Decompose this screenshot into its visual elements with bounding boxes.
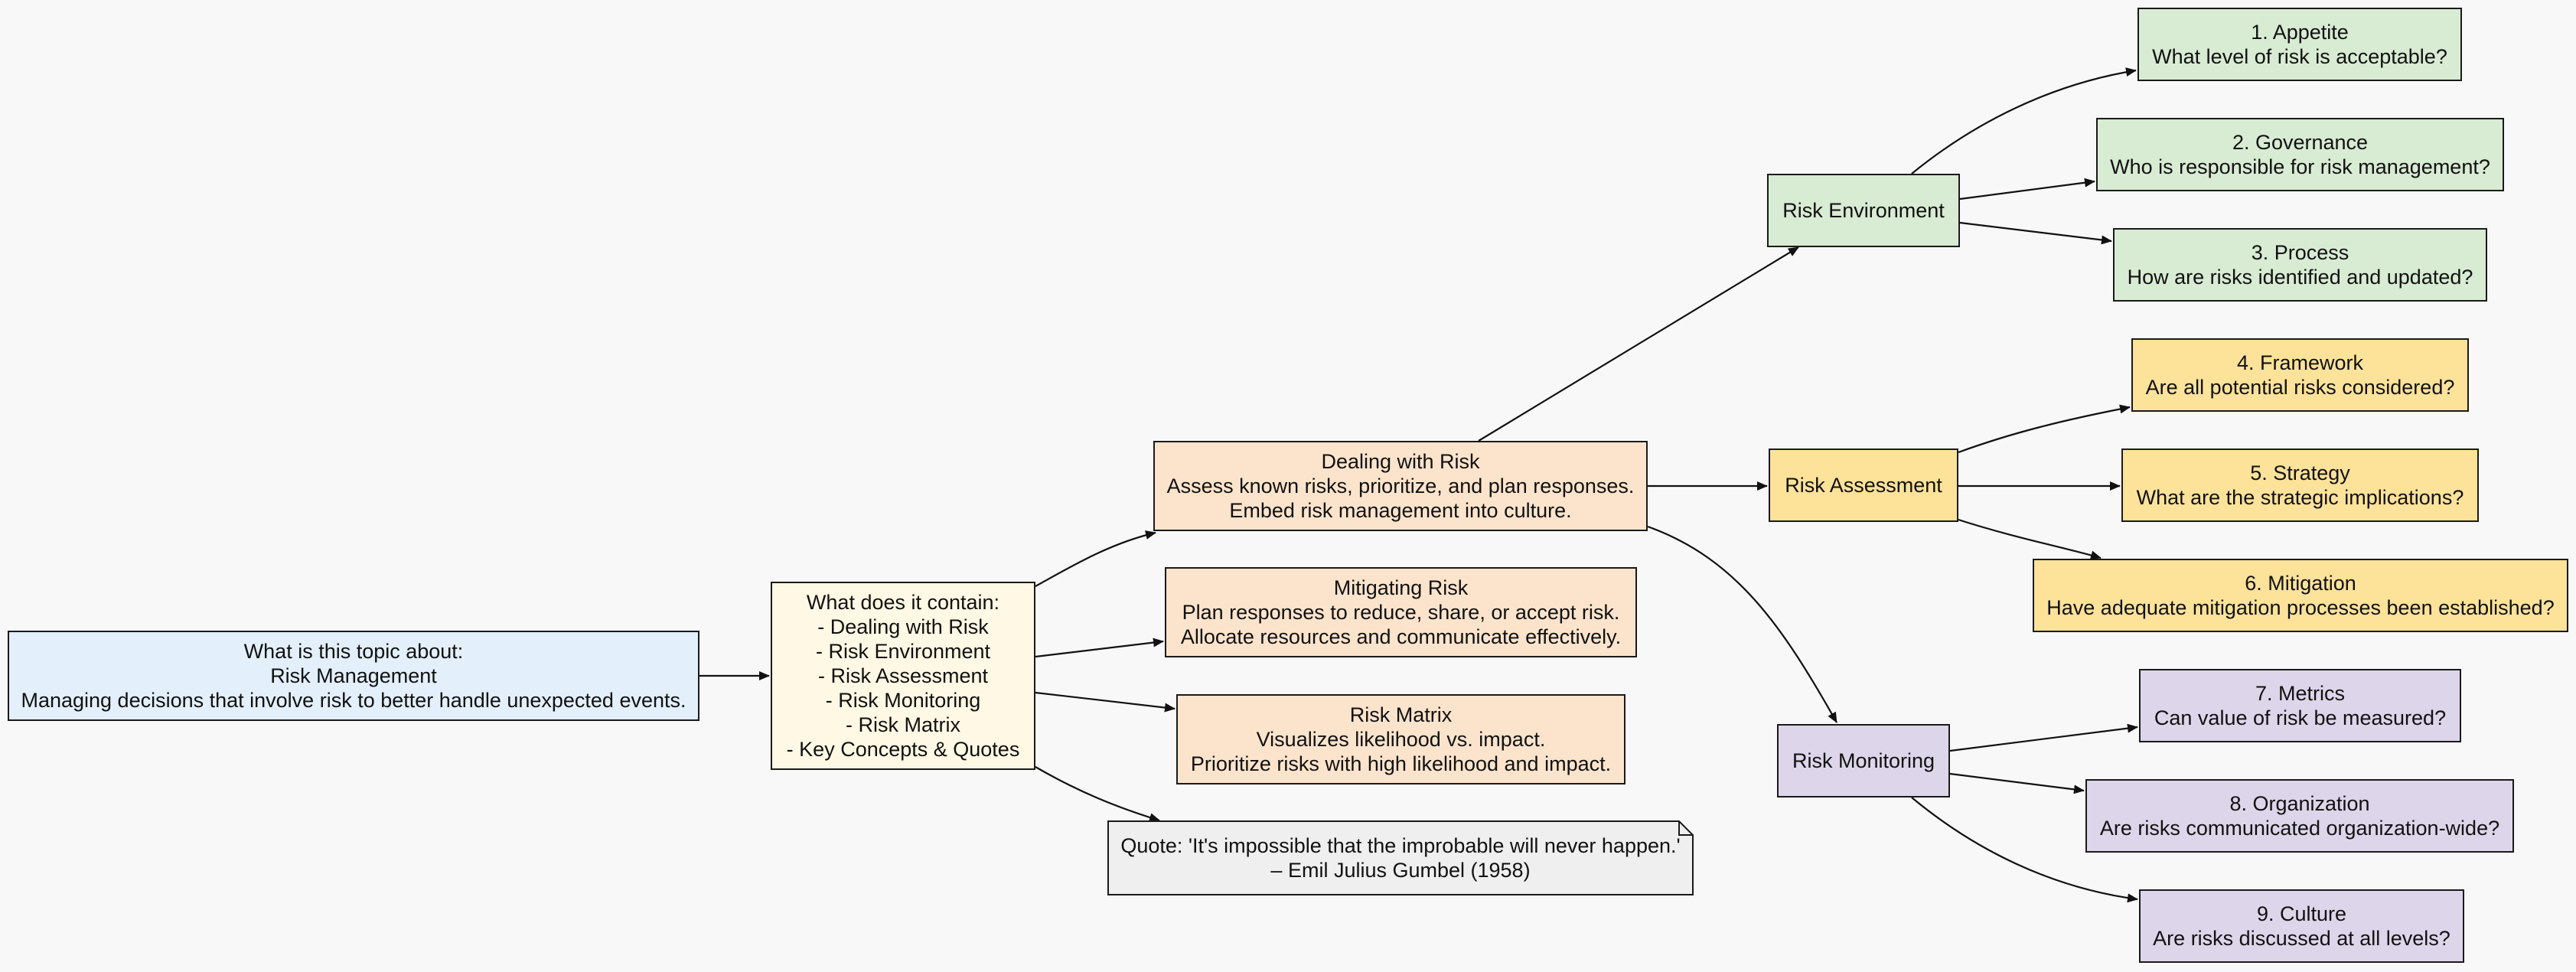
framework-node: 4. Framework Are all potential risks con… [2131, 338, 2469, 412]
edge-contents-to-dealing [1035, 530, 1156, 587]
dealing-title: Dealing with Risk [1321, 450, 1480, 473]
contents-item-environment: - Risk Environment [815, 640, 991, 663]
edge-assessment-to-mitigation [1958, 518, 2102, 560]
mitigation-question: Have adequate mitigation processes been … [2046, 596, 2555, 619]
edge-monitoring-to-organization [1949, 772, 2085, 794]
governance-question: Who is responsible for risk management? [2110, 155, 2490, 178]
edge-contents-to-quote [1035, 766, 1160, 822]
matrix-line-2: Prioritize risks with high likelihood an… [1190, 752, 1612, 775]
appetite-title: 1. Appetite [2251, 21, 2349, 44]
process-title: 3. Process [2251, 241, 2349, 264]
mitigation-node: 6. Mitigation Have adequate mitigation p… [2033, 559, 2568, 632]
topic-description: Managing decisions that involve risk to … [21, 689, 686, 712]
strategy-node: 5. Strategy What are the strategic impli… [2121, 448, 2479, 522]
culture-node: 9. Culture Are risks discussed at all le… [2139, 889, 2464, 963]
quote-line: Quote: 'It's impossible that the improba… [1120, 834, 1681, 857]
edge-dealing-to-environment [1478, 246, 1799, 442]
contents-item-monitoring: - Risk Monitoring [825, 689, 981, 712]
mitigation-title: 6. Mitigation [2245, 572, 2356, 595]
process-node: 3. Process How are risks identified and … [2113, 228, 2487, 302]
dealing-line-2: Embed risk management into culture. [1229, 499, 1572, 522]
risk-monitoring-node: Risk Monitoring [1777, 724, 1950, 797]
risk-environment-node: Risk Environment [1767, 174, 1960, 247]
governance-title: 2. Governance [2232, 131, 2369, 154]
edge-monitoring-to-metrics [1949, 723, 2138, 752]
edge-assessment-to-framework [1958, 404, 2131, 454]
metrics-node: 7. Metrics Can value of risk be measured… [2139, 669, 2461, 742]
edge-monitoring-to-culture [1911, 797, 2138, 903]
quote-text: Quote: 'It's impossible that the improba… [1107, 820, 1694, 895]
mitigating-line-1: Plan responses to reduce, share, or acce… [1182, 601, 1620, 624]
edge-contents-to-matrix [1035, 691, 1176, 713]
mitigating-line-2: Allocate resources and communicate effec… [1180, 625, 1622, 648]
mitigating-title: Mitigating Risk [1333, 576, 1469, 599]
contents-item-dealing: - Dealing with Risk [817, 615, 989, 638]
organization-node: 8. Organization Are risks communicated o… [2085, 779, 2514, 853]
culture-question: Are risks discussed at all levels? [2153, 927, 2450, 950]
metrics-title: 7. Metrics [2255, 682, 2346, 705]
quote-author: – Emil Julius Gumbel (1958) [1270, 859, 1531, 882]
mitigating-risk-node: Mitigating Risk Plan responses to reduce… [1165, 567, 1637, 657]
monitoring-label: Risk Monitoring [1792, 749, 1935, 772]
contents-item-assessment: - Risk Assessment [817, 664, 989, 687]
process-question: How are risks identified and updated? [2127, 266, 2473, 289]
appetite-node: 1. Appetite What level of risk is accept… [2137, 8, 2462, 81]
edge-dealing-to-monitoring [1647, 525, 1837, 723]
edge-environment-to-governance [1959, 178, 2095, 201]
organization-question: Are risks communicated organization-wide… [2099, 817, 2500, 840]
quote-note-node: Quote: 'It's impossible that the improba… [1107, 820, 1694, 895]
culture-title: 9. Culture [2256, 902, 2347, 925]
matrix-line-1: Visualizes likelihood vs. impact. [1256, 728, 1546, 751]
contents-heading: What does it contain: [806, 591, 1000, 614]
dealing-line-1: Assess known risks, prioritize, and plan… [1166, 475, 1635, 497]
framework-title: 4. Framework [2236, 351, 2364, 374]
edge-environment-to-appetite [1911, 67, 2137, 175]
governance-node: 2. Governance Who is responsible for ris… [2096, 118, 2504, 191]
matrix-title: Risk Matrix [1349, 703, 1453, 726]
contents-item-quotes: - Key Concepts & Quotes [786, 738, 1020, 761]
organization-title: 8. Organization [2229, 792, 2370, 815]
dealing-with-risk-node: Dealing with Risk Assess known risks, pr… [1153, 441, 1648, 531]
appetite-question: What level of risk is acceptable? [2152, 45, 2447, 68]
contents-node: What does it contain: - Dealing with Ris… [771, 582, 1035, 770]
note-shape [1107, 820, 1694, 895]
edge-environment-to-process [1959, 221, 2112, 245]
assessment-label: Risk Assessment [1785, 474, 1942, 497]
topic-node: What is this topic about: Risk Managemen… [8, 631, 699, 721]
environment-label: Risk Environment [1782, 199, 1945, 222]
edge-contents-to-mitigating [1035, 638, 1164, 658]
contents-item-matrix: - Risk Matrix [846, 713, 960, 736]
framework-question: Are all potential risks considered? [2145, 376, 2455, 399]
topic-heading: What is this topic about: [243, 640, 464, 663]
risk-assessment-node: Risk Assessment [1769, 448, 1958, 522]
metrics-question: Can value of risk be measured? [2154, 706, 2447, 729]
strategy-question: What are the strategic implications? [2136, 486, 2464, 509]
topic-title: Risk Management [270, 664, 437, 687]
strategy-title: 5. Strategy [2250, 462, 2350, 484]
risk-matrix-node: Risk Matrix Visualizes likelihood vs. im… [1176, 694, 1625, 784]
